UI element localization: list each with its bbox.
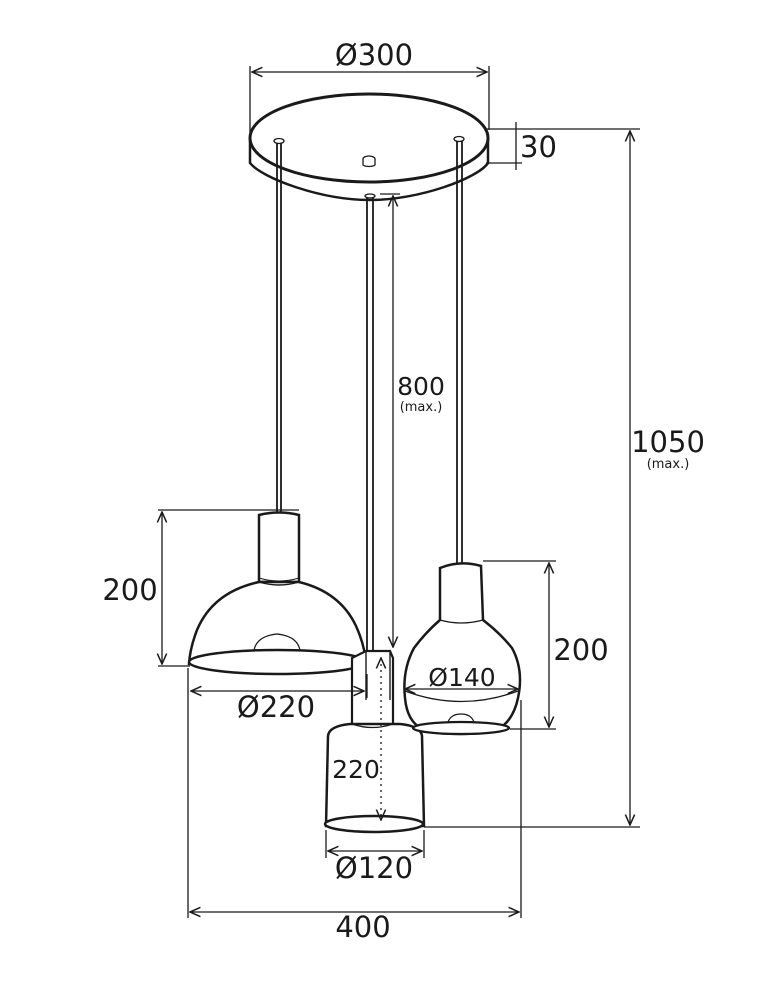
total-height-note: (max.) [647, 457, 690, 472]
dome-shade [187, 511, 368, 676]
globe-diameter-label: Ø140 [428, 663, 495, 692]
cylinder-diameter-label: Ø120 [335, 851, 413, 885]
canopy-diameter-label: Ø300 [335, 38, 413, 72]
dimension-labels: Ø300 30 1050 (max.) 800 (max.) 200 Ø220 … [102, 38, 705, 944]
ceiling-canopy [248, 92, 490, 202]
suspension-cables [276, 141, 463, 651]
dome-diameter-label: Ø220 [237, 690, 315, 724]
cylinder-height-label: 220 [332, 755, 380, 784]
total-width-label: 400 [335, 910, 390, 944]
total-height-label: 1050 [631, 425, 705, 459]
globe-height-label: 200 [553, 633, 608, 667]
dimension-lines [158, 66, 640, 918]
cable-length-label: 800 [397, 372, 445, 401]
cable-length-note: (max.) [400, 400, 443, 415]
canopy-height-label: 30 [520, 130, 557, 164]
dome-height-label: 200 [102, 573, 157, 607]
globe-shade [403, 562, 522, 736]
